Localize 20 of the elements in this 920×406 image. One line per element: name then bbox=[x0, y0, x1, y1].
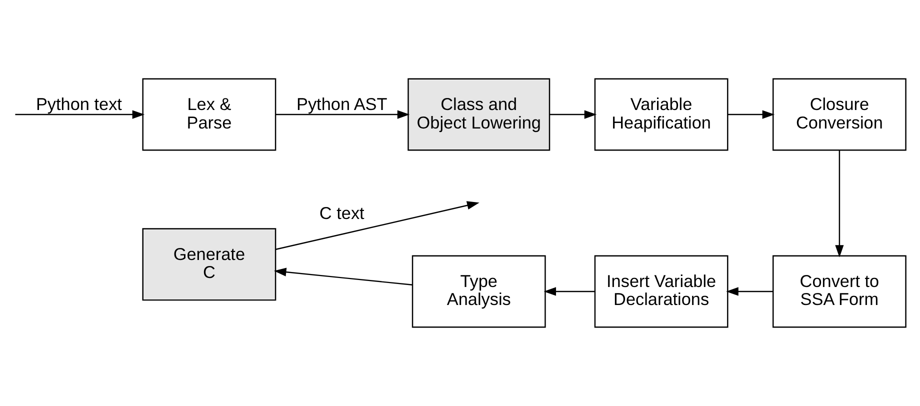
node-box: Lex & Parse bbox=[142, 78, 276, 151]
node-box: Type Analysis bbox=[412, 255, 546, 328]
arrow bbox=[550, 110, 597, 119]
arrow bbox=[835, 150, 844, 258]
node-box: Variable Heapification bbox=[594, 78, 728, 151]
node-box: Generate C bbox=[142, 228, 276, 301]
arrow bbox=[274, 268, 413, 286]
edge-label: Python text bbox=[36, 94, 122, 114]
edge-label: C text bbox=[319, 203, 364, 224]
arrow bbox=[728, 110, 775, 119]
arrow bbox=[726, 287, 773, 296]
arrow bbox=[544, 287, 595, 296]
node-box: Insert Variable Declarations bbox=[594, 255, 728, 328]
arrow bbox=[276, 201, 480, 250]
arrow bbox=[276, 110, 410, 119]
edge-label: Python AST bbox=[296, 94, 388, 114]
node-box: Class and Object Lowering bbox=[408, 78, 550, 151]
node-box: Convert to SSA Form bbox=[772, 255, 906, 328]
arrow bbox=[15, 110, 145, 119]
node-box: Closure Conversion bbox=[772, 78, 906, 151]
